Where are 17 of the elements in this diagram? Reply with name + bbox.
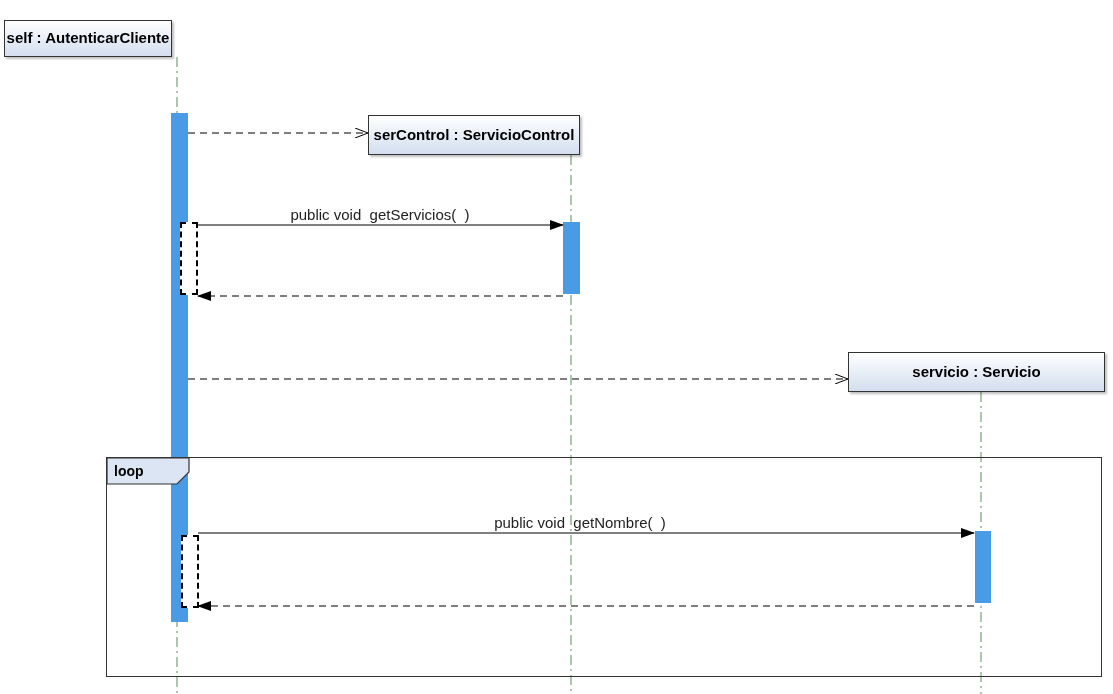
frame-operator: loop: [114, 462, 144, 481]
edge-label: public void getServicios( ): [289, 207, 471, 222]
dashed-message-arrow: [187, 373, 849, 385]
nested-activation-box: [181, 535, 199, 608]
lifeline-header: serControl : ServicioControl: [368, 115, 580, 155]
lifeline-header: servicio : Servicio: [848, 352, 1105, 392]
message-arrow: [197, 528, 975, 538]
dashed-message-arrow: [197, 291, 564, 301]
message-arrow: [197, 220, 564, 230]
edge-label: public void getNombre( ): [493, 515, 667, 530]
nested-activation-box: [180, 222, 198, 295]
dashed-message-arrow: [197, 601, 975, 611]
activation-bar: [563, 222, 580, 294]
loop-frame: [106, 457, 1102, 677]
dashed-message-arrow: [187, 127, 369, 139]
lifeline-header: self : AutenticarCliente: [4, 20, 172, 57]
activation-bar: [975, 531, 991, 603]
